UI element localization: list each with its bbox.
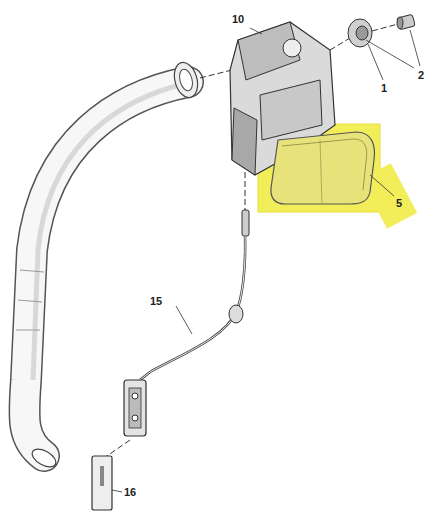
release-cable <box>140 210 249 380</box>
callout-number: 1 <box>381 83 387 94</box>
release-handle <box>124 380 146 436</box>
actuator-ring <box>348 19 372 47</box>
callout-number: 2 <box>418 70 424 81</box>
callout-number: 16 <box>124 487 136 498</box>
callout-number: 5 <box>396 198 402 209</box>
filler-pipe <box>16 60 201 471</box>
grommet <box>397 14 416 30</box>
callout-number: 15 <box>150 296 162 307</box>
fuel-flap <box>271 132 375 204</box>
release-plate <box>92 456 112 510</box>
callout-number: 10 <box>232 14 244 25</box>
